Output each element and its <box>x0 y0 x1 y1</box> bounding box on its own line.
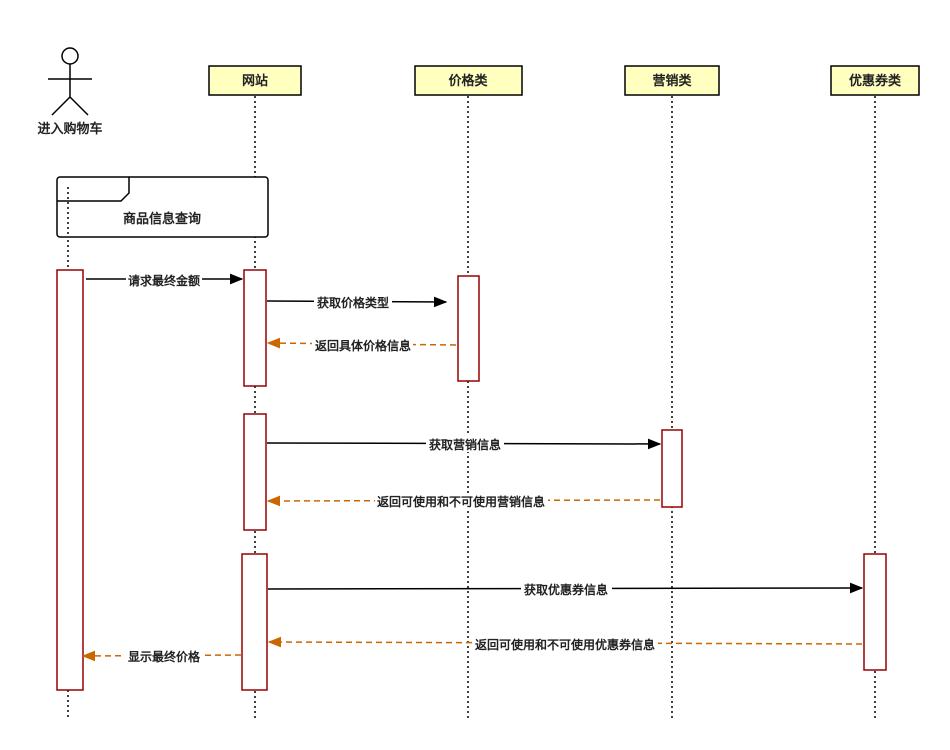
participant-marketing-label: 营销类 <box>652 73 692 89</box>
actor: 进入购物车 <box>37 47 103 137</box>
frame-label: 商品信息查询 <box>123 211 201 227</box>
participant-marketing: 营销类 <box>624 65 720 96</box>
activation-coupon <box>863 553 887 671</box>
message-get-marketing-info-label: 获取营销信息 <box>428 437 501 452</box>
participant-price: 价格类 <box>414 65 523 96</box>
activation-website-2 <box>243 413 267 531</box>
message-show-final-price-label: 显示最终价格 <box>128 649 201 664</box>
message-return-coupon-info-label: 返回可使用和不可使用优惠券信息 <box>475 637 655 652</box>
message-return-price-info-label: 返回具体价格信息 <box>315 338 411 353</box>
message-get-price-type-label: 获取价格类型 <box>316 295 389 310</box>
activation-actor <box>56 269 84 691</box>
message-return-price-info: 返回具体价格信息 <box>266 337 457 353</box>
message-get-price-type: 获取价格类型 <box>266 294 448 310</box>
message-return-marketing-info: 返回可使用和不可使用营销信息 <box>266 493 661 509</box>
participant-website-label: 网站 <box>242 73 268 89</box>
activation-marketing <box>661 429 683 508</box>
participant-coupon-label: 优惠券类 <box>849 73 902 89</box>
actor-head-icon <box>61 47 79 65</box>
participant-coupon: 优惠券类 <box>830 65 920 96</box>
message-get-marketing-info: 获取营销信息 <box>266 436 662 452</box>
message-get-coupon-info: 获取优惠券信息 <box>267 581 864 597</box>
frame-tab <box>57 177 130 202</box>
actor-leg-right <box>69 96 89 116</box>
actor-label: 进入购物车 <box>37 121 102 137</box>
message-return-coupon-info: 返回可使用和不可使用优惠券信息 <box>267 636 863 652</box>
activation-website-1 <box>243 269 267 387</box>
activation-website-3 <box>241 553 268 691</box>
message-request-final-amount: 请求最终金额 <box>86 272 244 288</box>
message-get-coupon-info-label: 获取优惠券信息 <box>523 582 608 597</box>
message-return-marketing-info-label: 返回可使用和不可使用营销信息 <box>377 494 545 509</box>
message-show-final-price: 显示最终价格 <box>81 649 242 665</box>
participant-website: 网站 <box>208 65 302 96</box>
participant-price-label: 价格类 <box>448 73 488 89</box>
frame-product-query: 商品信息查询 <box>56 176 269 238</box>
message-request-final-amount-label: 请求最终金额 <box>128 273 200 288</box>
actor-leg-left <box>51 96 71 116</box>
activation-price <box>457 275 480 382</box>
